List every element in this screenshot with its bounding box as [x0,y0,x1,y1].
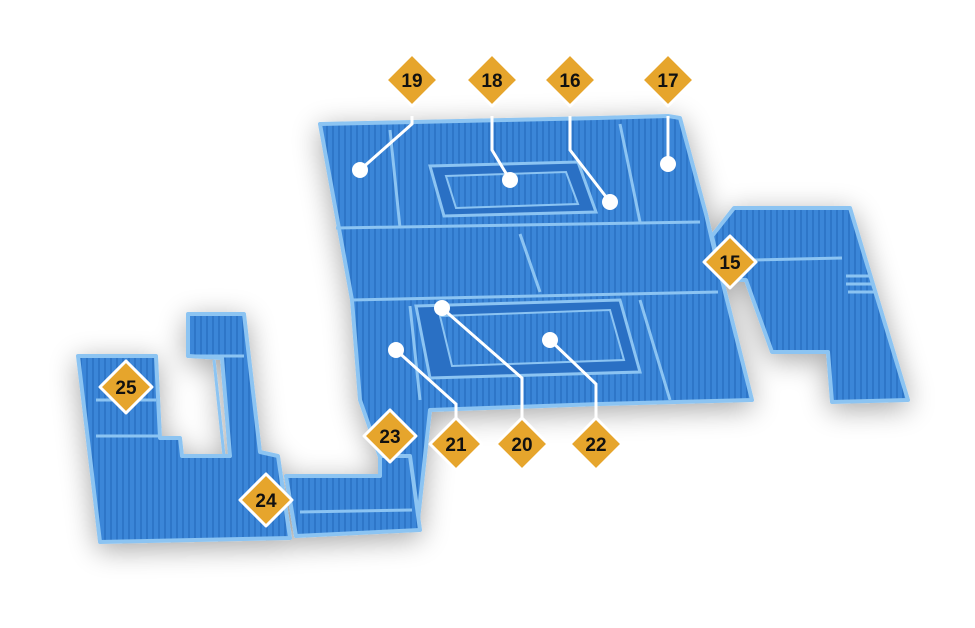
floor-plan [76,114,910,544]
marker-label-19: 19 [401,71,422,92]
marker-24[interactable]: 24 [238,472,294,528]
marker-label-15: 15 [719,253,741,274]
location-markers: 15 16 17 18 19 20 21 22 23 24 25 [98,52,758,528]
marker-label-21: 21 [445,435,467,456]
location-dot-22 [542,332,558,348]
marker-label-25: 25 [115,378,137,399]
marker-diamond-17 [640,52,696,108]
location-dot-20 [434,300,450,316]
marker-25[interactable]: 25 [98,359,154,415]
marker-label-22: 22 [585,435,606,456]
marker-diamond-16 [542,52,598,108]
marker-diamond-19 [384,52,440,108]
location-dot-16 [602,194,618,210]
south-corridor-floor [284,454,422,538]
leader-lines [359,116,670,420]
marker-21[interactable]: 21 [428,416,484,472]
marker-label-18: 18 [481,71,502,92]
location-dot-17 [660,156,676,172]
marker-diamond-24 [238,472,294,528]
marker-17[interactable]: 17 [640,52,696,108]
marker-diamond-25 [98,359,154,415]
courtyard-south-inner [438,308,626,368]
marker-diamond-18 [464,52,520,108]
marker-label-24: 24 [255,491,277,512]
marker-label-20: 20 [511,435,532,456]
marker-diamond-21 [428,416,484,472]
interior-walls [96,123,874,514]
marker-label-23: 23 [379,427,400,448]
marker-18[interactable]: 18 [464,52,520,108]
marker-19[interactable]: 19 [384,52,440,108]
marker-diamond-22 [568,416,624,472]
location-dot-19 [352,162,368,178]
marker-label-17: 17 [657,71,678,92]
marker-23[interactable]: 23 [362,408,418,464]
marker-diamond-20 [494,416,550,472]
courtyard-north-inner [444,170,580,210]
marker-20[interactable]: 20 [494,416,550,472]
location-dot-21 [388,342,404,358]
marker-diamond-15 [702,234,758,290]
location-dot-18 [502,172,518,188]
marker-22[interactable]: 22 [568,416,624,472]
marker-diamond-23 [362,408,418,464]
leader-dots [352,156,676,358]
marker-15[interactable]: 15 [702,234,758,290]
marker-label-16: 16 [559,71,580,92]
marker-16[interactable]: 16 [542,52,598,108]
